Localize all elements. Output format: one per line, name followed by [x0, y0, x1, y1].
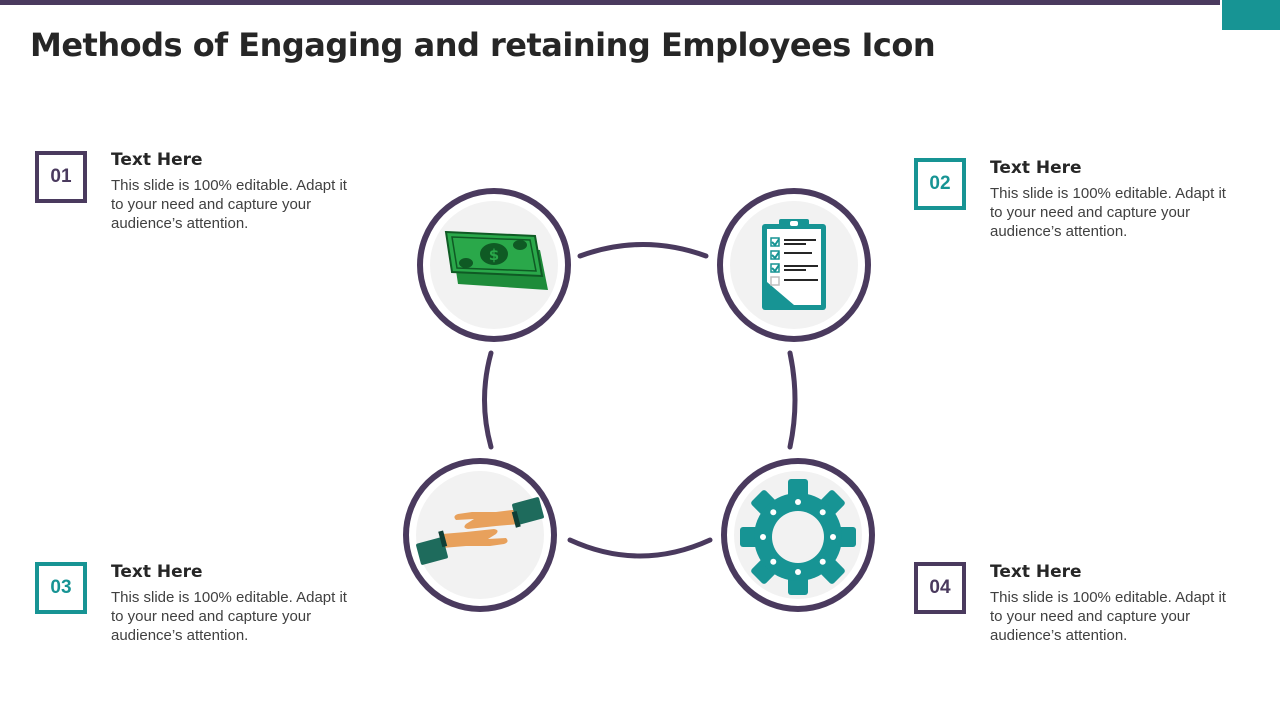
- number-badge-02: 02: [914, 158, 966, 210]
- text-block-02: Text Here This slide is 100% editable. A…: [990, 158, 1240, 241]
- number-badge-03: 03: [35, 562, 87, 614]
- node-money: $: [417, 188, 571, 342]
- clipboard-checklist-icon: [762, 219, 826, 310]
- top-accent-bar: [0, 0, 1220, 5]
- item-body-03: This slide is 100% editable. Adapt it to…: [111, 589, 347, 644]
- text-block-04: Text Here This slide is 100% editable. A…: [990, 562, 1240, 645]
- number-badge-04: 04: [914, 562, 966, 614]
- item-body-04: This slide is 100% editable. Adapt it to…: [990, 589, 1226, 644]
- money-icon: $: [444, 230, 548, 290]
- connector-arc-bottom: [567, 537, 713, 559]
- text-block-01: Text Here This slide is 100% editable. A…: [111, 150, 361, 233]
- text-block-03: Text Here This slide is 100% editable. A…: [111, 562, 361, 645]
- connector-arc-right: [787, 350, 798, 450]
- item-heading-03: Text Here: [111, 562, 203, 582]
- handshake-hands-icon: [416, 497, 544, 565]
- svg-text:$: $: [489, 246, 499, 264]
- item-body-01: This slide is 100% editable. Adapt it to…: [111, 177, 347, 232]
- item-heading-04: Text Here: [990, 562, 1082, 582]
- connector-arc-top: [577, 242, 709, 259]
- node-hands: [403, 458, 557, 612]
- item-heading-02: Text Here: [990, 158, 1082, 178]
- node-gear: [721, 458, 875, 612]
- slide-title: Methods of Engaging and retaining Employ…: [30, 26, 936, 64]
- connector-arc-left: [482, 350, 494, 450]
- corner-accent-block: [1222, 0, 1280, 30]
- gear-icon: [740, 479, 856, 595]
- number-badge-01: 01: [35, 151, 87, 203]
- node-clipboard: [717, 188, 871, 342]
- item-heading-01: Text Here: [111, 150, 203, 170]
- item-body-02: This slide is 100% editable. Adapt it to…: [990, 185, 1226, 240]
